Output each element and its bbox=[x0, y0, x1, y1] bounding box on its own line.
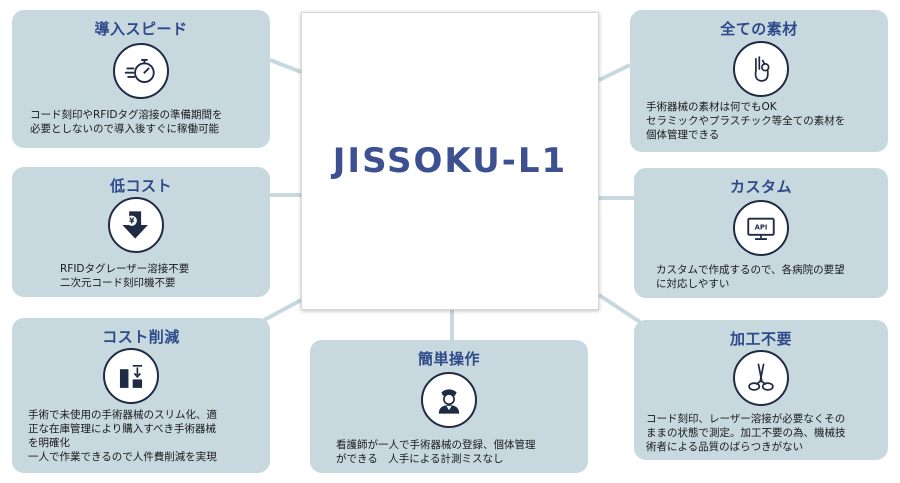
surgical-scissors-icon bbox=[733, 350, 789, 406]
card-description: コード刻印やRFIDタグ溶接の準備期間を 必要としないので導入後すぐに稼働可能 bbox=[30, 109, 223, 135]
product-name: JISSOKU-L1 bbox=[332, 141, 568, 181]
card-all-materials: 全ての素材 手術器械の素材は何でもOK セラミックやプラスチック等全ての素材を … bbox=[630, 10, 888, 152]
card-title: 簡単操作 bbox=[417, 350, 480, 368]
card-simple-operation: 簡単操作 看護師が一人で手術器械の登録、個体管理 ができる 人手による計測ミスな… bbox=[310, 340, 588, 473]
card-description: コード刻印、レーザー溶接が必要なくその ままの状態で測定。加工不要の為、機械技 … bbox=[646, 413, 846, 453]
card-no-processing: 加工不要 コード刻印、レーザー溶接が必要なくその ままの状態で測定。加工不要の為… bbox=[634, 320, 888, 460]
inventory-reduction-icon bbox=[103, 348, 159, 404]
card-low-cost: 低コスト ¥ RFIDタグレーザー溶接不要 二次元コード刻印機不要 bbox=[12, 167, 270, 297]
card-description: カスタムで作成するので、各病院の要望 に対応しやすい bbox=[656, 264, 845, 290]
api-monitor-icon: API bbox=[733, 200, 789, 256]
card-title: 全ての素材 bbox=[720, 20, 798, 38]
connector-quick-intro bbox=[269, 58, 302, 74]
card-quick-intro: 導入スピード コード刻印やRFIDタグ溶接の準備期間を 必要としないので導入後す… bbox=[12, 10, 270, 148]
card-title: 加工不要 bbox=[729, 330, 792, 348]
stopwatch-icon bbox=[113, 43, 169, 99]
ok-hand-icon bbox=[733, 41, 789, 97]
connector-no-processing bbox=[597, 293, 642, 324]
card-description: 手術器械の素材は何でもOK セラミックやプラスチック等全ての素材を 個体管理でき… bbox=[646, 101, 846, 141]
card-title: コスト削減 bbox=[102, 328, 180, 346]
card-title: 低コスト bbox=[109, 177, 172, 195]
svg-text:¥: ¥ bbox=[129, 217, 135, 226]
connector-all-materials bbox=[598, 63, 631, 82]
card-description: RFIDタグレーザー溶接不要 二次元コード刻印機不要 bbox=[60, 263, 190, 289]
center-product-box: JISSOKU-L1 bbox=[301, 12, 599, 310]
svg-text:API: API bbox=[755, 224, 768, 232]
card-description: 手術で未使用の手術器械のスリム化、適 正な在庫管理により購入すべき手術器械 を明… bbox=[28, 409, 217, 463]
card-cost-reduction: コスト削減 手術で未使用の手術器械のスリム化、適 正な在庫管理により購入すべき手… bbox=[12, 318, 270, 473]
card-custom: カスタム API カスタムで作成するので、各病院の要望 に対応しやすい bbox=[634, 168, 888, 298]
price-down-arrow-icon: ¥ bbox=[108, 197, 164, 253]
nurse-icon bbox=[421, 372, 477, 428]
card-title: カスタム bbox=[729, 178, 792, 196]
card-description: 看護師が一人で手術器械の登録、個体管理 ができる 人手による計測ミスなし bbox=[336, 439, 536, 465]
card-title: 導入スピード bbox=[94, 20, 188, 38]
